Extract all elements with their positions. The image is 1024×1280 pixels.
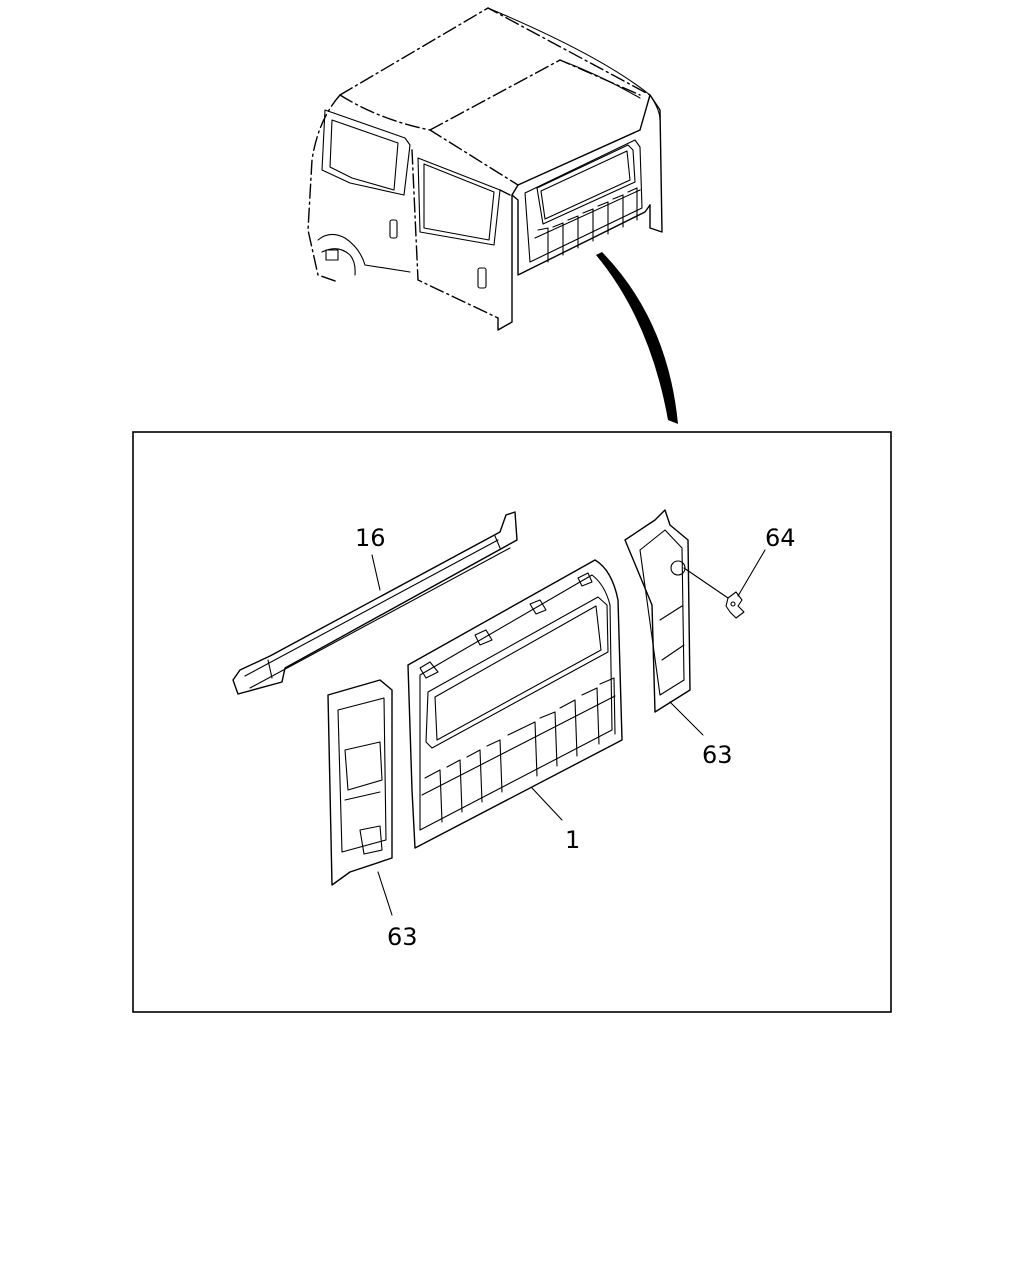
detail-frame: [132, 431, 892, 1013]
detail-arrow: [596, 252, 678, 424]
cab-overview-illustration: [307, 7, 663, 331]
part-63-right-pillar: [624, 509, 691, 713]
part-1-rear-panel: [407, 559, 623, 849]
callout-64: 64: [765, 524, 796, 552]
part-63-left-pillar: [327, 679, 393, 886]
part-64-bracket: [725, 591, 745, 619]
callout-16: 16: [355, 524, 386, 552]
leader-lines: [371, 549, 766, 916]
callout-63-left: 63: [387, 923, 418, 951]
part-16-cross-member: [232, 511, 518, 695]
callout-63-right: 63: [702, 741, 733, 769]
callout-1: 1: [565, 826, 580, 854]
